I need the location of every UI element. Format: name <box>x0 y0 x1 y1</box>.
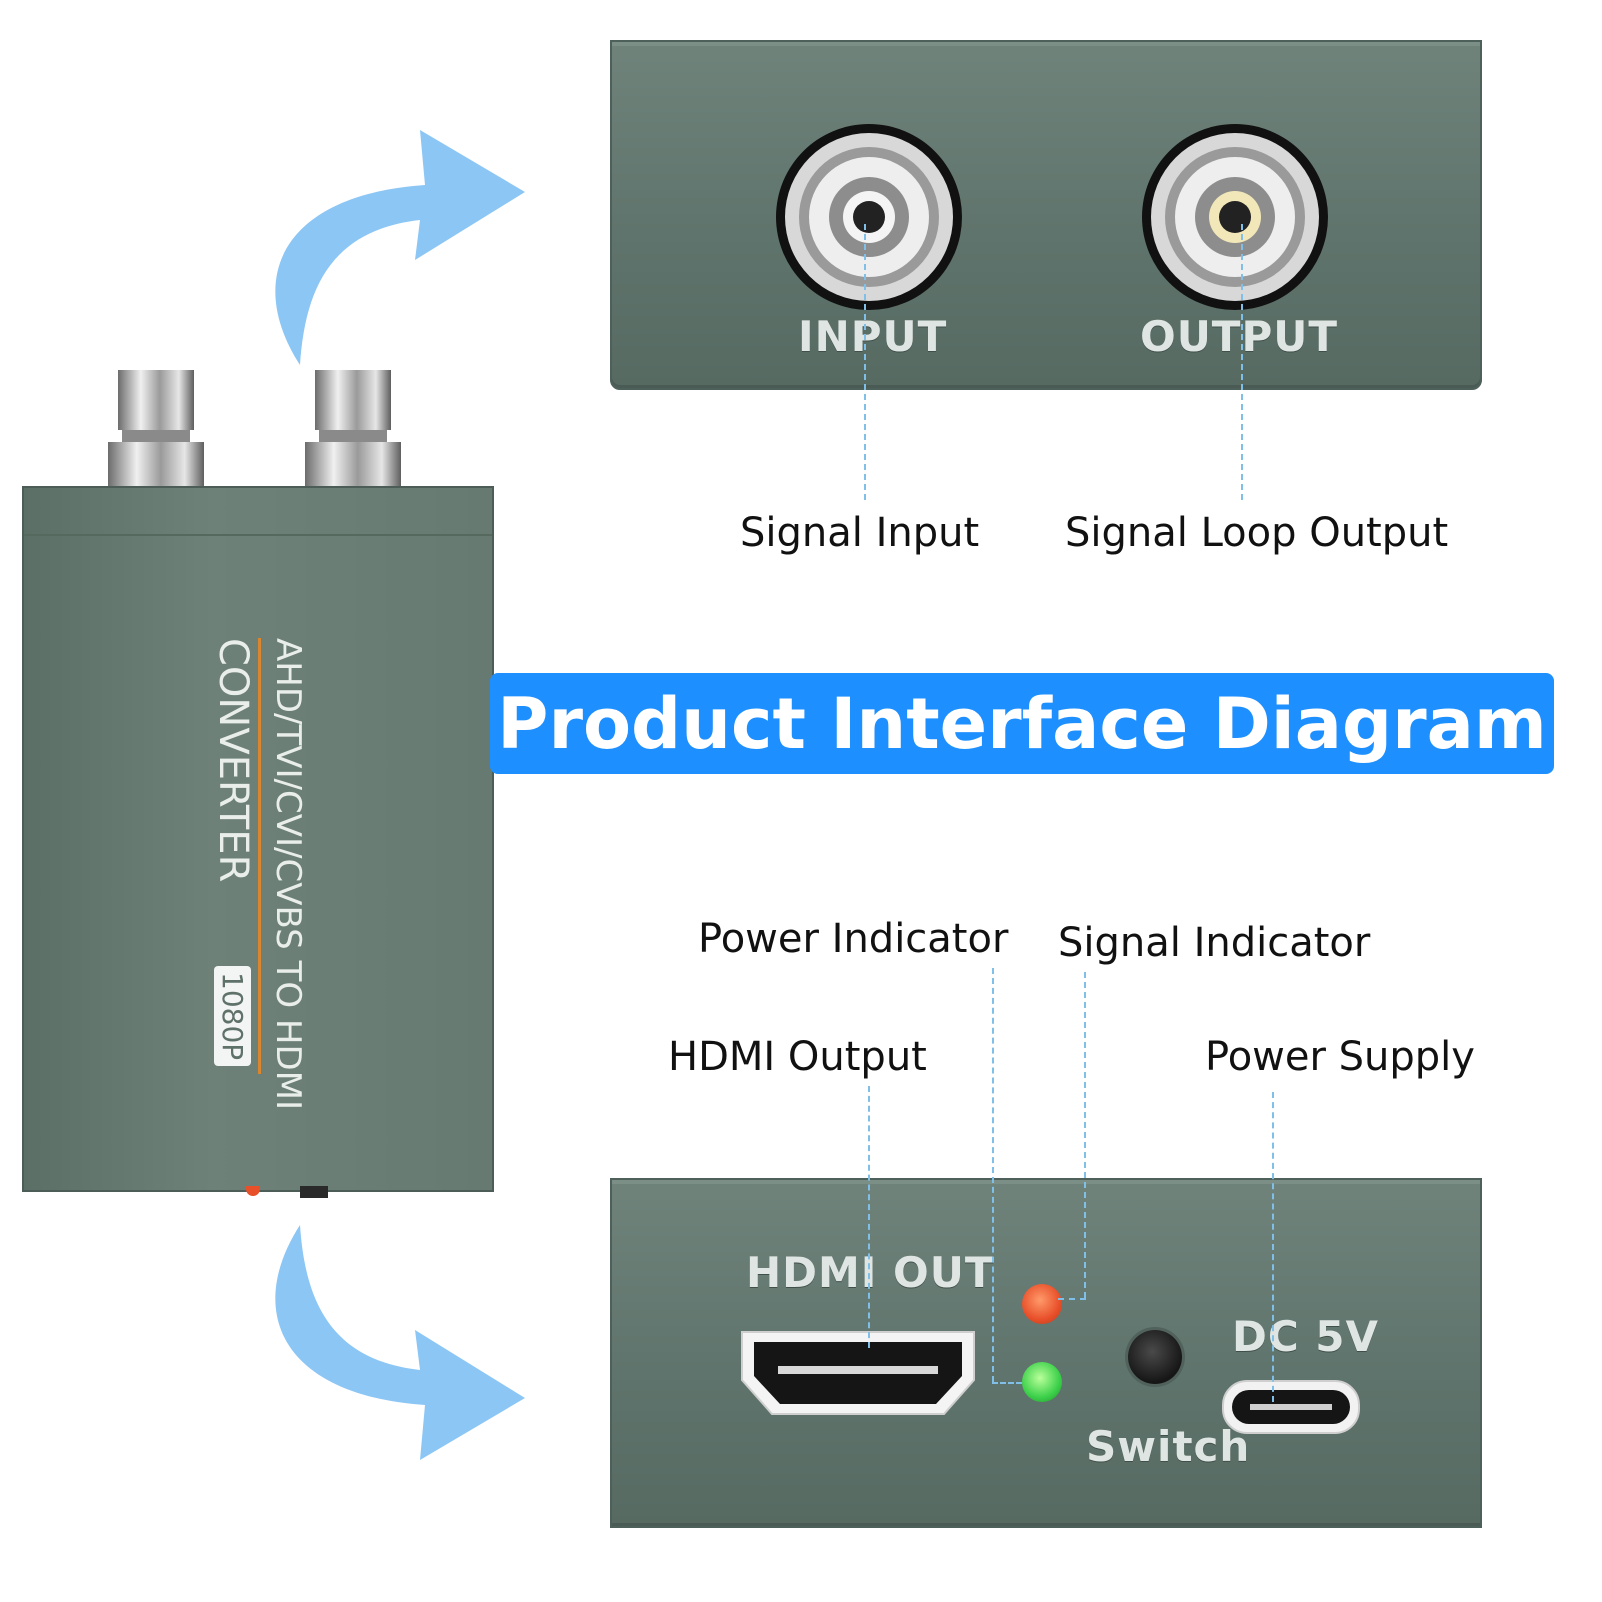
signal-loop-output-callout: Signal Loop Output <box>1065 510 1449 556</box>
input-panel-label: INPUT <box>798 312 948 361</box>
power-indicator-callout: Power Indicator <box>698 916 1009 962</box>
switch-button[interactable] <box>1128 1330 1182 1384</box>
hdmi-callout-line <box>868 1086 870 1348</box>
device-switch-nub <box>300 1186 328 1198</box>
resolution-badge: 1080P <box>214 966 251 1067</box>
arrow-up-icon <box>275 130 525 365</box>
power-indicator-callout-line-h <box>992 1382 1022 1384</box>
device-divider <box>258 638 261 1074</box>
bnc-output-port-icon <box>1142 124 1328 310</box>
output-panel-label: OUTPUT <box>1140 312 1338 361</box>
bnc-connector-left <box>108 370 204 488</box>
dc-5v-panel-label: DC 5V <box>1232 1312 1380 1361</box>
power-supply-callout: Power Supply <box>1205 1034 1475 1080</box>
device-led-nub <box>246 1186 260 1196</box>
converter-device: AHD/TVI/CVI/CVBS TO HDMI CONVERTER 1080P <box>22 486 494 1192</box>
device-model-text: AHD/TVI/CVI/CVBS TO HDMI <box>268 638 308 1111</box>
input-callout-line <box>864 224 866 500</box>
bottom-panel: HDMI OUT Switch DC 5V <box>610 1178 1482 1528</box>
signal-indicator-callout-line-h <box>1058 1298 1086 1300</box>
switch-panel-label: Switch <box>1086 1422 1251 1471</box>
output-callout-line <box>1241 224 1243 500</box>
signal-indicator-callout-line <box>1084 972 1086 1298</box>
top-panel: INPUT OUTPUT <box>610 40 1482 390</box>
device-converter-text: CONVERTER <box>210 638 256 883</box>
signal-indicator-callout: Signal Indicator <box>1058 920 1371 966</box>
bnc-connector-right <box>305 370 401 488</box>
usb-c-port-icon <box>1222 1380 1360 1434</box>
signal-input-callout: Signal Input <box>740 510 980 556</box>
arrow-down-icon <box>275 1225 525 1460</box>
bnc-input-port-icon <box>776 124 962 310</box>
hdmi-output-callout: HDMI Output <box>668 1034 927 1080</box>
hdmi-port-icon <box>741 1331 975 1415</box>
hdmi-out-panel-label: HDMI OUT <box>746 1248 995 1297</box>
power-supply-callout-line <box>1272 1092 1274 1402</box>
power-indicator-led <box>1022 1362 1062 1402</box>
page-title: Product Interface Diagram <box>490 673 1554 774</box>
power-indicator-callout-line <box>992 968 994 1382</box>
signal-indicator-led <box>1022 1284 1062 1324</box>
